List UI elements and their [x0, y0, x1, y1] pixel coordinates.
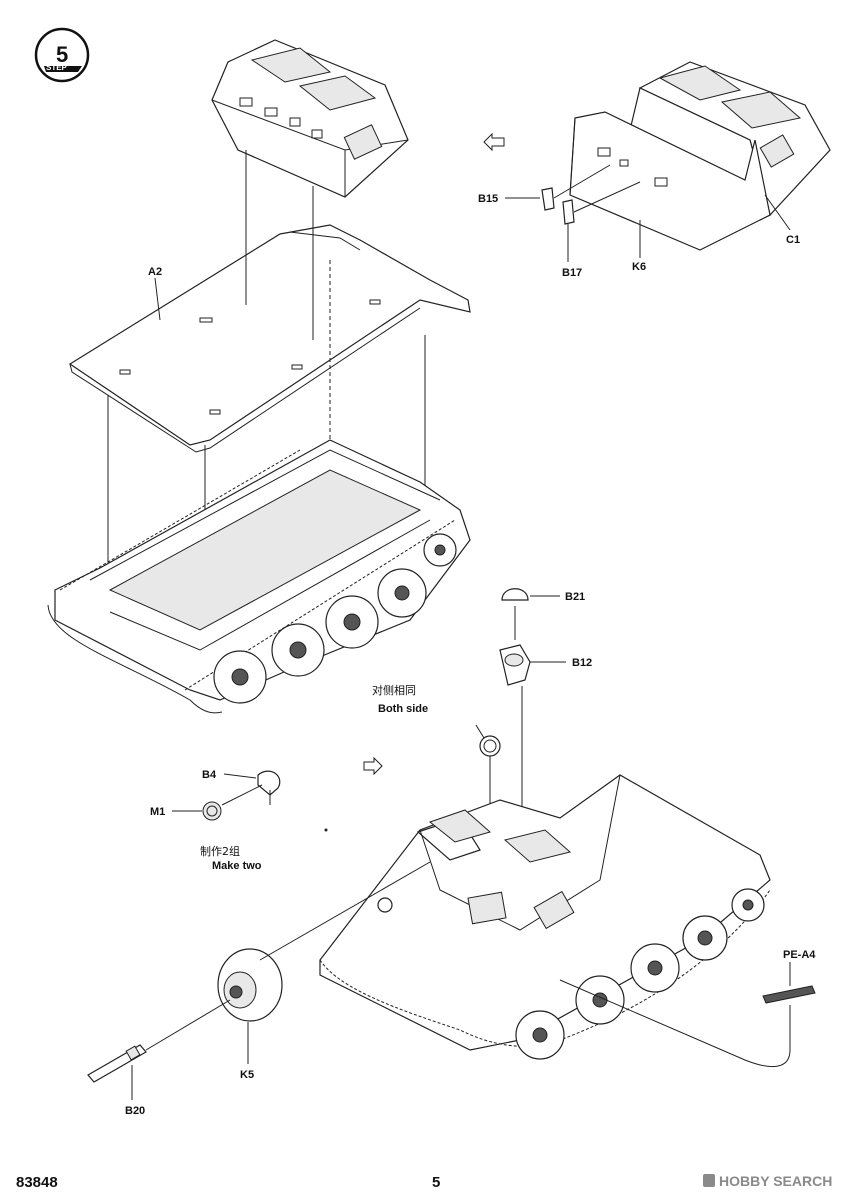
- lower-hull-tracks: [47, 439, 471, 714]
- label-b21: B21: [565, 591, 585, 603]
- completed-vehicle: [319, 774, 771, 1060]
- label-b20: B20: [125, 1105, 145, 1117]
- parts-b4-m1: [172, 770, 281, 821]
- label-b12: B12: [572, 657, 592, 669]
- part-b20: [87, 999, 231, 1100]
- note-both-side-cn: 对侧相同: [372, 683, 416, 697]
- note-make-two-cn: 制作2组: [200, 844, 240, 858]
- label-k5: K5: [240, 1069, 254, 1081]
- hull-top-plate: [68, 224, 471, 453]
- footer-watermark: HOBBY SEARCH: [719, 1173, 832, 1189]
- direction-arrow-mid: [363, 756, 383, 776]
- superstructure-upper-assembly: [211, 39, 409, 198]
- label-k6: K6: [632, 261, 646, 273]
- label-b15: B15: [478, 193, 498, 205]
- label-pe-a4: PE-A4: [783, 949, 816, 961]
- footer-product-code: 83848: [16, 1174, 58, 1191]
- footer-page-number: 5: [432, 1174, 440, 1191]
- step-number: 5: [56, 42, 68, 67]
- step-badge: 5 STEP: [34, 27, 90, 83]
- step-word: STEP: [46, 63, 68, 72]
- label-a2: A2: [148, 266, 162, 278]
- label-b17: B17: [562, 267, 582, 279]
- label-m1: M1: [150, 806, 165, 818]
- part-k5: [217, 861, 431, 1064]
- hobby-search-logo: HOBBY SEARCH: [703, 1173, 832, 1189]
- part-pe-a4: [559, 962, 816, 1068]
- road-wheels-upper: [213, 533, 457, 704]
- note-both-side-en: Both side: [378, 703, 428, 715]
- leader-lines-top: [154, 194, 791, 321]
- label-b4: B4: [202, 769, 217, 781]
- note-make-two-en: Make two: [212, 860, 262, 872]
- superstructure-exploded: [569, 61, 831, 251]
- parts-b15-b17: [505, 164, 641, 262]
- label-c1: C1: [786, 234, 800, 246]
- direction-arrow-top: [483, 132, 505, 152]
